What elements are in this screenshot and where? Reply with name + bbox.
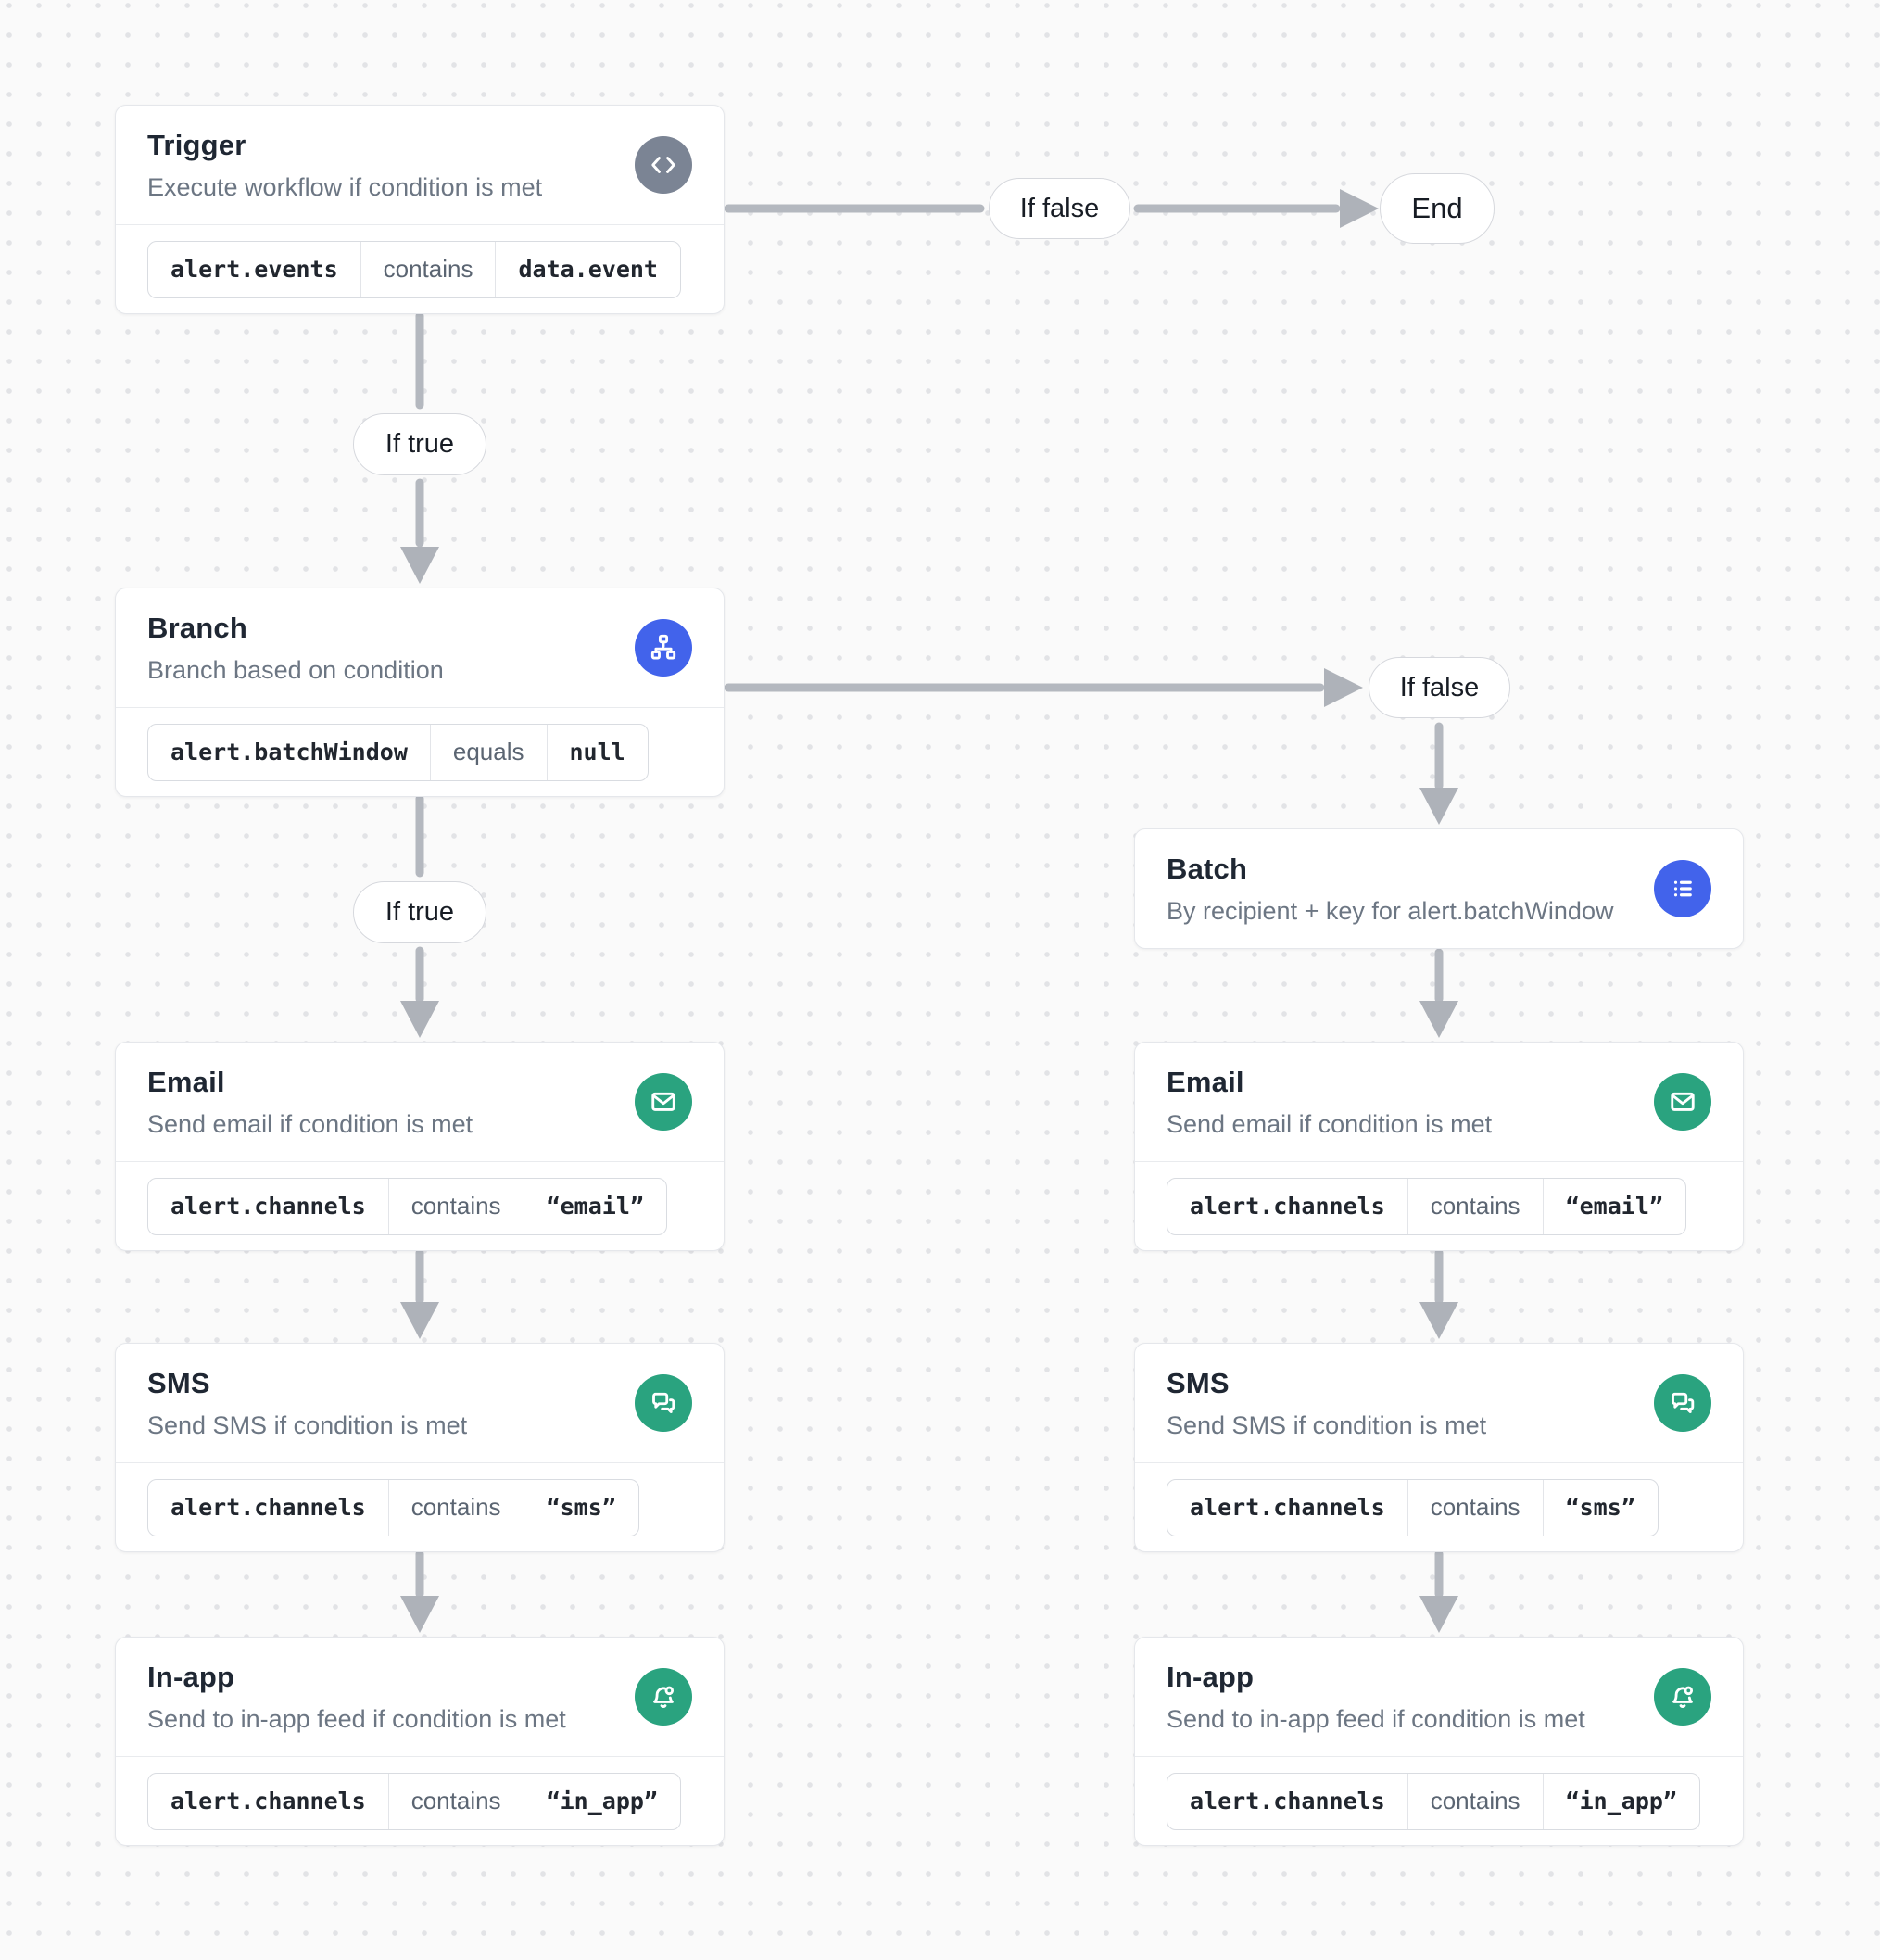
- node-title: Trigger: [147, 128, 246, 161]
- edge-label-if-true-2: If true: [353, 881, 486, 943]
- node-subtitle: Send SMS if condition is met: [1167, 1410, 1487, 1439]
- condition-value: “sms”: [523, 1479, 638, 1536]
- node-batch[interactable]: Batch By recipient + key for alert.batch…: [1134, 828, 1744, 949]
- condition-chip-group[interactable]: alert.channels contains “in_app”: [147, 1772, 681, 1830]
- node-subtitle: Branch based on condition: [147, 655, 444, 684]
- node-title: SMS: [1167, 1366, 1230, 1399]
- node-sms-right[interactable]: SMS Send SMS if condition is met alert.c…: [1134, 1343, 1744, 1552]
- condition-chip-group[interactable]: alert.events contains data.event: [147, 240, 681, 298]
- arrowhead-email-left: [400, 1001, 439, 1038]
- condition-value: “in_app”: [523, 1773, 680, 1829]
- condition-value: data.event: [495, 241, 680, 297]
- node-branch[interactable]: Branch Branch based on condition alert.b…: [115, 588, 725, 797]
- node-subtitle: Send email if condition is met: [1167, 1109, 1493, 1138]
- condition-operator: equals: [429, 724, 547, 780]
- node-inapp-right[interactable]: In-app Send to in-app feed if condition …: [1134, 1637, 1744, 1846]
- condition-chip-group[interactable]: alert.channels contains “email”: [1167, 1177, 1686, 1235]
- condition-value: null: [546, 724, 648, 780]
- arrowhead-sms-left: [400, 1302, 439, 1339]
- edge-label-if-false-branch: If false: [1369, 657, 1510, 718]
- condition-value: “email”: [1542, 1178, 1685, 1234]
- condition-field: alert.channels: [1190, 1494, 1385, 1521]
- end-node: End: [1380, 173, 1495, 244]
- arrowhead-inapp-right: [1419, 1596, 1458, 1633]
- branch-icon: [635, 619, 692, 677]
- edge-label-if-true-1: If true: [353, 413, 486, 475]
- node-inapp-left[interactable]: In-app Send to in-app feed if condition …: [115, 1637, 725, 1846]
- condition-field: alert.channels: [1190, 1788, 1385, 1815]
- email-icon: [1654, 1073, 1711, 1131]
- condition-field: alert.channels: [170, 1494, 366, 1521]
- node-subtitle: Send to in-app feed if condition is met: [147, 1704, 566, 1733]
- arrowhead-email-right: [1419, 1001, 1458, 1038]
- arrowhead-end: [1340, 189, 1379, 228]
- condition-field: alert.channels: [170, 1193, 366, 1220]
- condition-chip-group[interactable]: alert.channels contains “in_app”: [1167, 1772, 1700, 1830]
- condition-field: alert.batchWindow: [170, 739, 408, 765]
- condition-value: “in_app”: [1542, 1773, 1699, 1829]
- arrowhead-batch: [1419, 788, 1458, 825]
- condition-field: alert.channels: [170, 1788, 366, 1815]
- arrowhead-branch: [400, 547, 439, 584]
- condition-field: alert.channels: [1190, 1193, 1385, 1220]
- arrowhead-sms-right: [1419, 1302, 1458, 1339]
- node-title: In-app: [1167, 1660, 1255, 1693]
- condition-field: alert.events: [170, 256, 338, 283]
- node-subtitle: By recipient + key for alert.batchWindow: [1167, 896, 1614, 925]
- condition-chip-group[interactable]: alert.channels contains “email”: [147, 1177, 667, 1235]
- bell-icon: [1654, 1668, 1711, 1726]
- node-title: Branch: [147, 611, 248, 644]
- condition-chip-group[interactable]: alert.channels contains “sms”: [1167, 1478, 1659, 1536]
- sms-icon: [635, 1374, 692, 1432]
- node-email-left[interactable]: Email Send email if condition is met ale…: [115, 1042, 725, 1251]
- condition-operator: contains: [387, 1773, 524, 1829]
- email-icon: [635, 1073, 692, 1131]
- arrowhead-iffalse2: [1324, 668, 1363, 707]
- node-title: Batch: [1167, 852, 1248, 885]
- condition-operator: contains: [360, 241, 496, 297]
- edge-label-if-false-top: If false: [989, 178, 1130, 239]
- condition-operator: contains: [1407, 1178, 1543, 1234]
- node-title: In-app: [147, 1660, 235, 1693]
- condition-operator: contains: [387, 1178, 524, 1234]
- list-icon: [1654, 860, 1711, 917]
- node-subtitle: Send to in-app feed if condition is met: [1167, 1704, 1585, 1733]
- code-icon: [635, 136, 692, 194]
- condition-operator: contains: [1407, 1479, 1543, 1536]
- node-subtitle: Execute workflow if condition is met: [147, 172, 543, 201]
- condition-operator: contains: [1407, 1773, 1543, 1829]
- condition-chip-group[interactable]: alert.batchWindow equals null: [147, 723, 649, 781]
- node-sms-left[interactable]: SMS Send SMS if condition is met alert.c…: [115, 1343, 725, 1552]
- sms-icon: [1654, 1374, 1711, 1432]
- condition-value: “sms”: [1542, 1479, 1658, 1536]
- node-title: SMS: [147, 1366, 210, 1399]
- bell-icon: [635, 1668, 692, 1726]
- condition-chip-group[interactable]: alert.channels contains “sms”: [147, 1478, 639, 1536]
- node-title: Email: [147, 1065, 225, 1098]
- node-subtitle: Send SMS if condition is met: [147, 1410, 468, 1439]
- node-title: Email: [1167, 1065, 1244, 1098]
- node-email-right[interactable]: Email Send email if condition is met ale…: [1134, 1042, 1744, 1251]
- arrowhead-inapp-left: [400, 1596, 439, 1633]
- node-subtitle: Send email if condition is met: [147, 1109, 473, 1138]
- condition-value: “email”: [523, 1178, 666, 1234]
- node-trigger[interactable]: Trigger Execute workflow if condition is…: [115, 105, 725, 314]
- condition-operator: contains: [387, 1479, 524, 1536]
